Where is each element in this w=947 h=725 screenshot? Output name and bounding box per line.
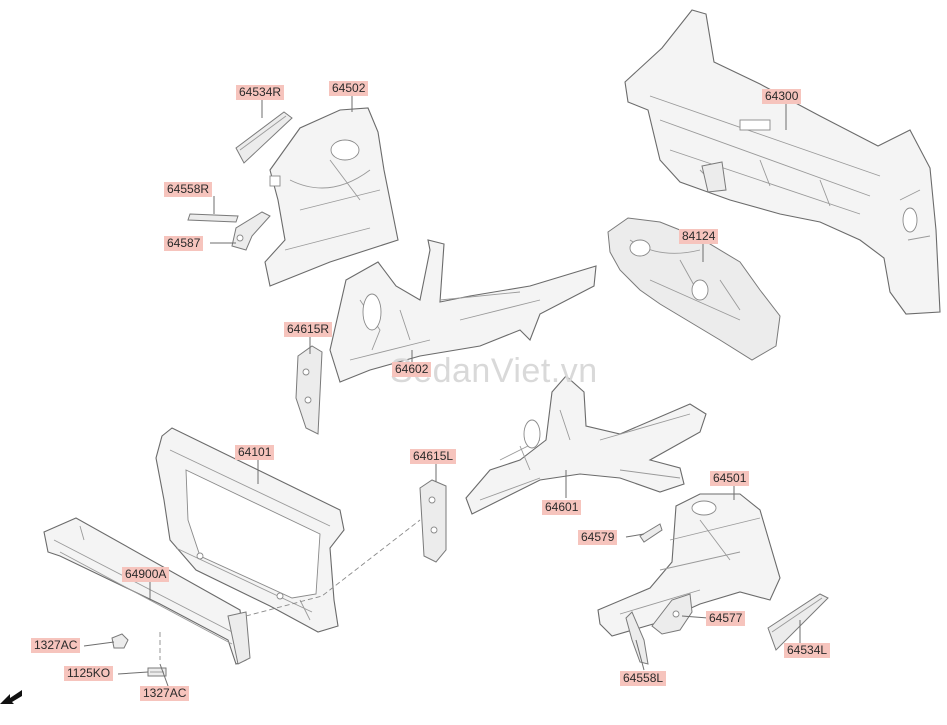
part-64579	[639, 523, 663, 543]
callout-64577[interactable]: 64577	[706, 611, 746, 626]
part-64558R	[187, 213, 239, 223]
fastener-1327AC-nut	[111, 633, 129, 649]
callout-64615R[interactable]: 64615R	[284, 322, 333, 337]
callout-64900A[interactable]: 64900A	[122, 567, 170, 582]
part-64615L	[419, 479, 447, 563]
part-64601	[465, 375, 707, 515]
callout-64501[interactable]: 64501	[710, 471, 750, 486]
leader-lines	[83, 96, 801, 687]
callout-64300[interactable]: 64300	[762, 89, 802, 104]
part-64300	[624, 9, 941, 315]
part-64577	[651, 593, 693, 635]
callout-64601[interactable]: 64601	[542, 500, 582, 515]
part-64900A	[43, 517, 251, 665]
part-64534R	[235, 111, 293, 164]
callout-1125KO[interactable]: 1125KO	[64, 666, 114, 681]
part-64558L	[625, 611, 649, 665]
part-64534L	[767, 593, 829, 651]
callout-1327AC-top[interactable]: 1327AC	[31, 638, 81, 653]
part-64615R	[295, 345, 323, 435]
part-64101	[155, 427, 345, 633]
callout-64587[interactable]: 64587	[164, 236, 204, 251]
callout-64615L[interactable]: 64615L	[410, 449, 457, 464]
callout-64101[interactable]: 64101	[235, 445, 275, 460]
callout-64579[interactable]: 64579	[578, 530, 618, 545]
part-64502	[264, 107, 399, 287]
callout-64602[interactable]: 64602	[392, 362, 432, 377]
callout-64534L[interactable]: 64534L	[784, 643, 831, 658]
callout-84124[interactable]: 84124	[679, 229, 719, 244]
callout-64502[interactable]: 64502	[329, 81, 369, 96]
part-64587	[231, 211, 271, 251]
assembly-line-1	[245, 519, 421, 617]
front-direction-arrow-icon	[0, 690, 22, 704]
callout-64534R[interactable]: 64534R	[236, 85, 285, 100]
callout-64558L[interactable]: 64558L	[620, 671, 667, 686]
callout-1327AC-bottom[interactable]: 1327AC	[140, 686, 190, 701]
part-64602	[329, 239, 597, 383]
callout-64558R[interactable]: 64558R	[164, 182, 213, 197]
